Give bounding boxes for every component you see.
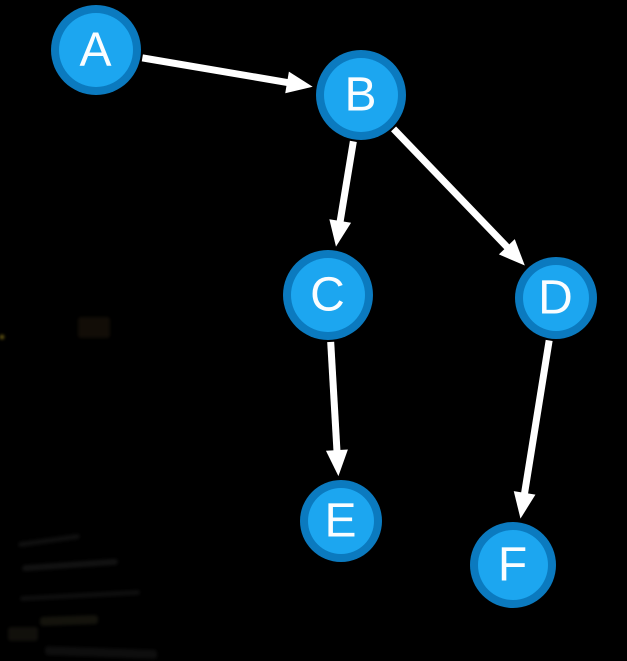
- arrowhead-icon: [498, 239, 525, 266]
- edge-A-B[interactable]: [141, 54, 313, 94]
- node-F[interactable]: F: [470, 522, 556, 608]
- node-C[interactable]: C: [283, 250, 373, 340]
- node-E[interactable]: E: [300, 480, 382, 562]
- node-inner-circle: [523, 265, 589, 331]
- node-label: F: [498, 539, 528, 592]
- node-B[interactable]: B: [316, 50, 406, 140]
- node-label: C: [310, 269, 346, 322]
- edge-line: [141, 54, 290, 87]
- node-inner-circle: [324, 58, 398, 132]
- edge-D-F[interactable]: [513, 339, 553, 519]
- edge-line: [336, 140, 357, 224]
- edge-line: [520, 339, 553, 496]
- arrowhead-icon: [325, 449, 348, 477]
- node-label: A: [79, 24, 112, 77]
- node-inner-circle: [478, 530, 548, 600]
- node-inner-circle: [291, 258, 365, 332]
- edge-B-D[interactable]: [391, 126, 525, 266]
- edge-C-E[interactable]: [325, 341, 348, 477]
- node-A[interactable]: A: [51, 5, 141, 95]
- node-inner-circle: [308, 488, 374, 554]
- node-inner-circle: [59, 13, 133, 87]
- arrowhead-icon: [285, 71, 313, 94]
- node-label: D: [538, 272, 574, 325]
- arrowhead-icon: [513, 491, 536, 519]
- node-D[interactable]: D: [515, 257, 597, 339]
- node-label: E: [324, 495, 357, 548]
- edge-line: [327, 341, 341, 453]
- edge-line: [391, 126, 511, 251]
- edge-B-C[interactable]: [329, 140, 357, 247]
- node-label: B: [344, 69, 377, 122]
- arrowhead-icon: [329, 219, 352, 247]
